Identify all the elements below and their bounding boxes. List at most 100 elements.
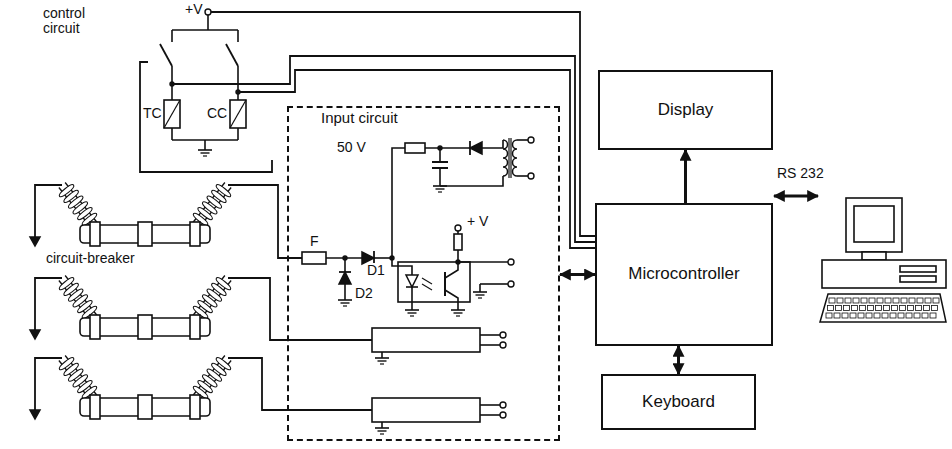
wire [411,287,413,310]
pc-monitor [846,198,902,252]
display-box: Display [598,70,773,150]
ground-symbol [410,315,414,316]
ground-symbol [375,357,389,359]
optocoupler-box [398,262,470,302]
ground-symbol [476,294,485,295]
diode-bar [469,141,471,155]
wire [479,284,481,292]
ground-symbol [408,312,417,313]
keyboard-key [876,306,882,311]
bus-arrow [684,150,687,203]
keyboard-key [853,298,859,303]
keyboard-key [933,298,939,303]
light-ray [422,278,432,284]
circuit-name: control circuit [42,6,110,37]
transistor-emitter [445,290,458,310]
ground-symbol [451,309,465,311]
node-label: Keyboard [642,393,715,412]
earth-lead [35,185,62,237]
supply-terminal [205,9,211,15]
tank-flange [90,222,100,246]
tank-flange [190,315,200,339]
keyboard-key [909,298,915,303]
wire [439,148,441,162]
diode-symbol [470,142,482,154]
input-channel-box [372,398,480,422]
serial-link-arrow [774,195,818,198]
tank-flange [90,395,100,419]
diode-label: D1 [366,263,386,278]
transformer-winding [513,140,518,176]
coil-label: CC [206,106,228,121]
breaker-lead [228,358,372,410]
switch-blade [226,44,238,66]
keyboard-key [869,298,875,303]
keyboard-key [884,306,890,311]
supply-terminal [455,225,461,231]
output-wire [480,344,500,346]
keyboard-key [850,313,856,318]
output-terminal [500,412,506,418]
wire [344,258,346,272]
ground-symbol [203,155,207,156]
part-name: circuit-breaker [45,251,136,266]
keyboard-key [852,306,858,311]
node-label: Input circuit [319,110,400,127]
ground-symbol [436,188,445,189]
output-terminal [508,281,514,287]
output-wire [480,414,500,416]
pc-base-unit [822,260,946,288]
keyboard-key [866,313,872,318]
switch-contact [237,30,239,42]
ground-symbol [198,149,212,151]
output-wire [458,261,508,263]
tank-flange [138,395,152,419]
ground-symbol [473,291,487,293]
ground-symbol [378,430,387,431]
earth-arrow [30,237,40,246]
keyboard-key [861,298,867,303]
output-terminal [500,402,506,408]
wire [425,147,470,149]
keyboard-key [868,306,874,311]
switch-blade [160,44,172,66]
keyboard-key [829,298,835,303]
ground-symbol [341,302,350,303]
signal-wire [172,56,595,242]
keyboard-key [882,313,888,318]
disk-drive [900,266,936,272]
output-terminal [500,342,506,348]
node-label: Display [658,101,714,120]
keyboard-key [932,306,938,311]
ground-symbol [456,315,460,316]
fuse-label: F [309,234,320,249]
keyboard-key [890,313,896,318]
wire [237,66,239,100]
keyboard-key [914,313,920,318]
keyboard-key [858,313,864,318]
earth-lead [35,278,62,330]
ground-symbol [454,312,463,313]
coil-label: TC [142,106,163,121]
earth-arrow [30,330,40,339]
supply-label: +V [184,2,204,17]
ground-symbol [438,191,442,192]
signal-wire [211,12,595,236]
keyboard-key [916,306,922,311]
keyboard-key [892,306,898,311]
input-channel-box [372,328,480,352]
voltage-label: 50 V [336,140,367,155]
earth-arrow [30,410,40,419]
keyboard-key [930,313,936,318]
led-symbol [406,275,418,287]
keyboard-key [922,313,928,318]
terminal [528,173,534,179]
coil-symbol [164,100,180,128]
keyboard-key [860,306,866,311]
wire [171,128,173,140]
coil-symbol [230,100,246,128]
control-circuit-outline [140,62,272,172]
wire [517,139,528,141]
input-circuit-region: Input circuit [287,106,560,441]
